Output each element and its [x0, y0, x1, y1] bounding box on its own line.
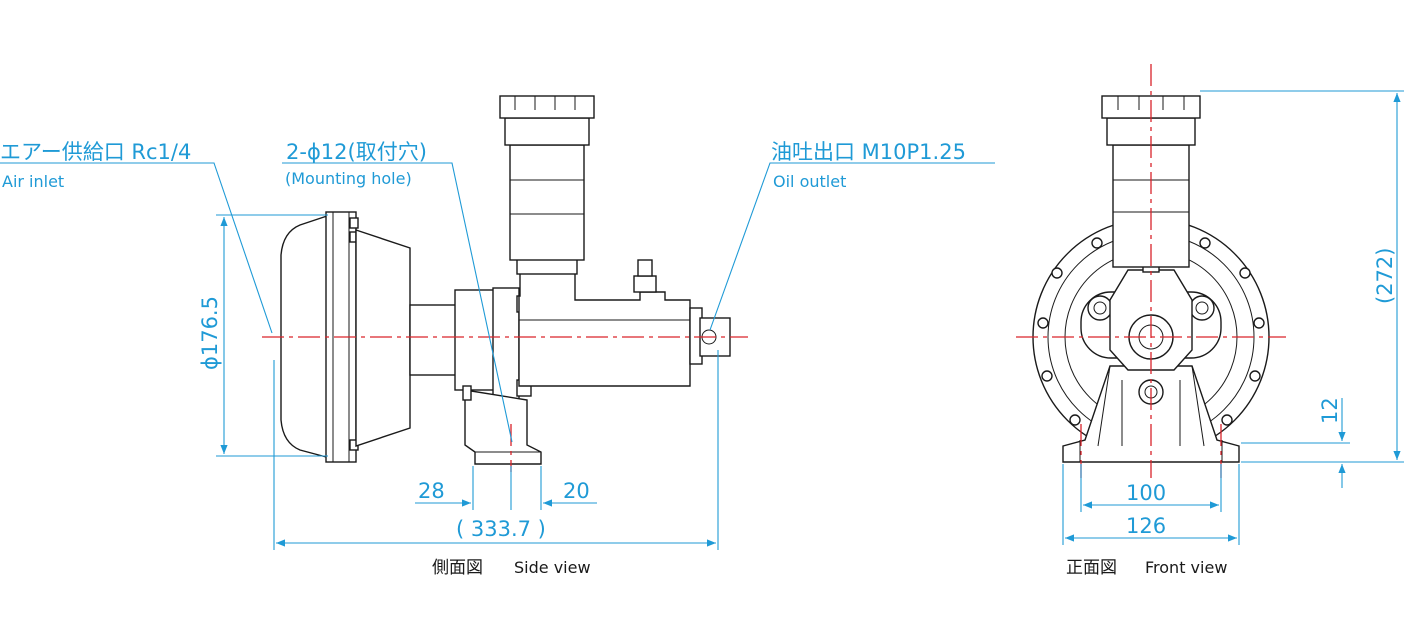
- side-dimensions: [0, 162, 995, 550]
- oil-outlet-label: 油吐出口 M10P1.25: [771, 140, 966, 164]
- mounting-hole-label: 2-ϕ12(取付穴): [286, 140, 427, 164]
- mounting-hole-label-en: (Mounting hole): [285, 169, 412, 188]
- foot-right-dim: 20: [563, 479, 590, 503]
- overall-length-dim: ( 333.7 ): [456, 517, 546, 541]
- air-inlet-label: エアー供給口 Rc1/4: [0, 140, 191, 164]
- front-view-title-en: Front view: [1145, 558, 1227, 577]
- side-view: [262, 95, 748, 472]
- foot-left-dim: 28: [418, 479, 445, 503]
- hole-pitch-dim: 100: [1126, 481, 1166, 505]
- front-dimensions: [1062, 90, 1404, 545]
- oil-outlet-label-en: Oil outlet: [773, 172, 846, 191]
- base-width-dim: 126: [1126, 514, 1166, 538]
- base-height-dim: 12: [1318, 397, 1342, 424]
- air-inlet-label-en: Air inlet: [2, 172, 64, 191]
- diaphragm-diameter-dim: ϕ176.5: [198, 296, 222, 370]
- side-view-title: 側面図: [432, 558, 483, 578]
- side-view-title-en: Side view: [514, 558, 591, 577]
- front-view-title: 正面図: [1066, 558, 1117, 578]
- front-view: [1016, 64, 1286, 478]
- overall-height-dim: (272): [1373, 248, 1397, 304]
